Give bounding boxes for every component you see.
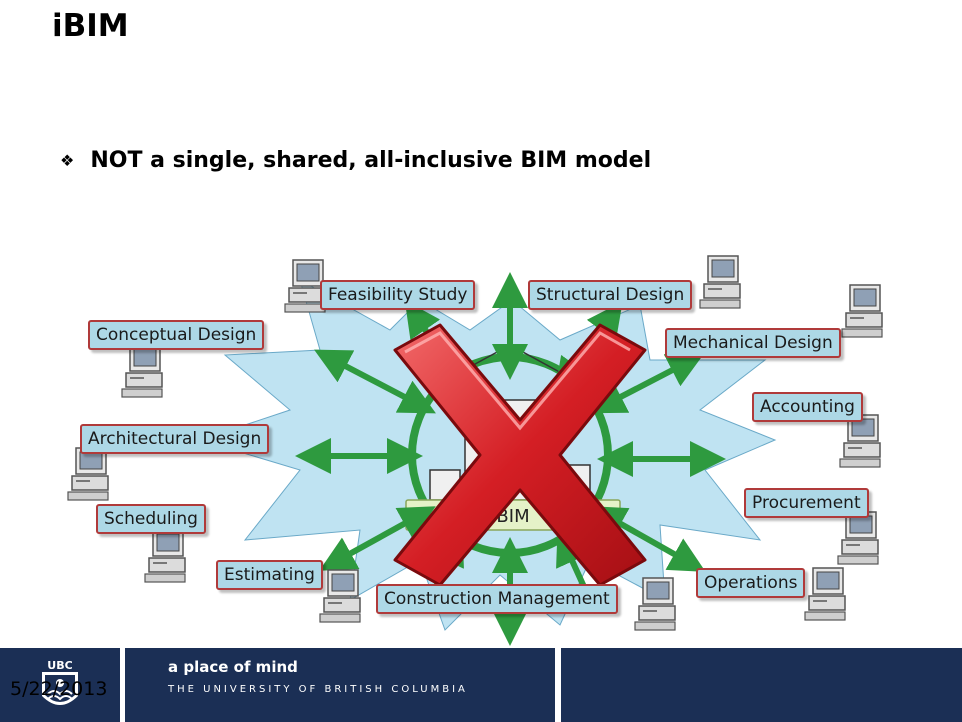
computer-icon (841, 284, 883, 338)
label-construction-management: Construction Management (376, 584, 618, 614)
bim-diagram: BIM (67, 255, 883, 646)
slide-date: 5/22/2013 (10, 678, 108, 700)
ubc-logo-text: UBC (47, 659, 72, 672)
label-operations: Operations (696, 568, 806, 598)
label-mechanical-design: Mechanical Design (665, 328, 841, 358)
diamond-bullet-icon: ❖ (60, 152, 75, 170)
red-cross-icon (393, 323, 647, 587)
arrow-conceptual (314, 349, 436, 414)
computer-icon (121, 344, 163, 398)
bullet-point: ❖ NOT a single, shared, all-inclusive BI… (60, 148, 651, 173)
computer-icon (319, 569, 361, 623)
computer-icon (284, 259, 326, 313)
arrow-operations (589, 506, 706, 572)
computer-icon (839, 414, 881, 468)
computer-icon (837, 511, 879, 565)
computer-icon (144, 529, 186, 583)
arrow-mechanical (589, 353, 704, 414)
label-estimating: Estimating (216, 560, 323, 590)
computer-icon (67, 447, 109, 501)
footer-right-panel (561, 648, 962, 722)
computer-icon (804, 567, 846, 621)
arrow-estimating (319, 506, 436, 571)
computer-icon (699, 255, 741, 309)
footer-tagline: a place of mind (168, 658, 298, 676)
label-feasibility-study: Feasibility Study (320, 280, 476, 310)
label-accounting: Accounting (752, 392, 863, 422)
ubc-logo: UBC (42, 659, 78, 705)
footer-university: THE UNIVERSITY OF BRITISH COLUMBIA (168, 684, 468, 695)
label-architectural-design: Architectural Design (80, 424, 270, 454)
bim-label: BIM (496, 506, 529, 527)
slide-title: iBIM (52, 8, 129, 44)
label-structural-design: Structural Design (528, 280, 693, 310)
label-scheduling: Scheduling (96, 504, 206, 534)
footer-tagline-panel (125, 648, 555, 722)
bullet-text: NOT a single, shared, all-inclusive BIM … (90, 148, 652, 173)
label-procurement: Procurement (744, 488, 869, 518)
footer-bar (0, 648, 962, 722)
label-conceptual-design: Conceptual Design (88, 320, 265, 350)
